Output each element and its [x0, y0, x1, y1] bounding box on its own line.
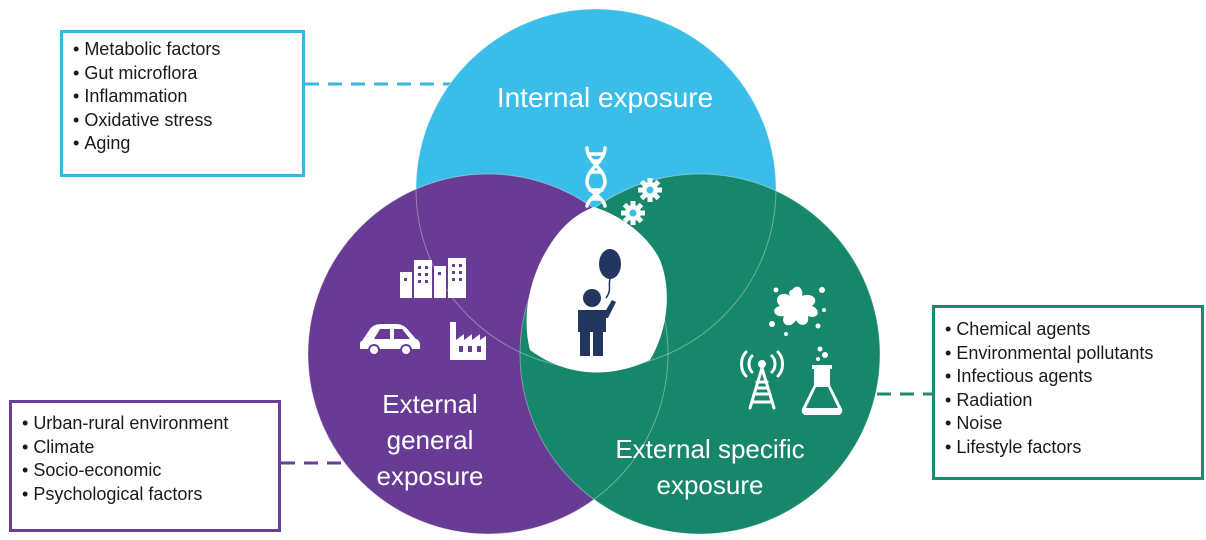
dna-icon — [585, 146, 607, 208]
external-specific-factors-box: Chemical agents Environmental pollutants… — [932, 305, 1204, 480]
factory-icon — [450, 322, 486, 360]
list-item: Lifestyle factors — [945, 436, 1201, 460]
flask-icon — [801, 346, 843, 415]
internal-exposure-factors-box: Metabolic factors Gut microflora Inflamm… — [60, 30, 305, 177]
list-item: Psychological factors — [22, 483, 278, 507]
list-item: Chemical agents — [945, 318, 1201, 342]
car-icon — [360, 324, 420, 356]
list-item: Radiation — [945, 389, 1201, 413]
list-item: Climate — [22, 436, 278, 460]
circle-outlines — [307, 8, 881, 535]
list-item: Environmental pollutants — [945, 342, 1201, 366]
external-general-factors-box: Urban-rural environment Climate Socio-ec… — [9, 400, 281, 532]
list-item: Noise — [945, 412, 1201, 436]
gears-icon — [621, 178, 662, 225]
list-item: Infectious agents — [945, 365, 1201, 389]
external-specific-exposure-label: External specific exposure — [615, 434, 805, 500]
external-general-exposure-label: External general exposure — [376, 389, 484, 491]
buildings-icon — [400, 258, 466, 298]
list-item: Inflammation — [73, 85, 302, 109]
list-item: Metabolic factors — [73, 38, 302, 62]
list-item: Socio-economic — [22, 459, 278, 483]
child-with-balloon-icon — [578, 249, 621, 356]
internal-exposure-label: Internal exposure — [496, 82, 714, 113]
internal-factors-list: Metabolic factors Gut microflora Inflamm… — [73, 38, 302, 156]
splash-icon — [769, 286, 826, 336]
list-item: Gut microflora — [73, 62, 302, 86]
list-item: Oxidative stress — [73, 109, 302, 133]
specific-factors-list: Chemical agents Environmental pollutants… — [945, 318, 1201, 459]
list-item: Aging — [73, 132, 302, 156]
center-intersection — [526, 207, 667, 373]
list-item: Urban-rural environment — [22, 412, 278, 436]
radio-tower-icon — [740, 350, 784, 410]
general-factors-list: Urban-rural environment Climate Socio-ec… — [22, 412, 278, 506]
